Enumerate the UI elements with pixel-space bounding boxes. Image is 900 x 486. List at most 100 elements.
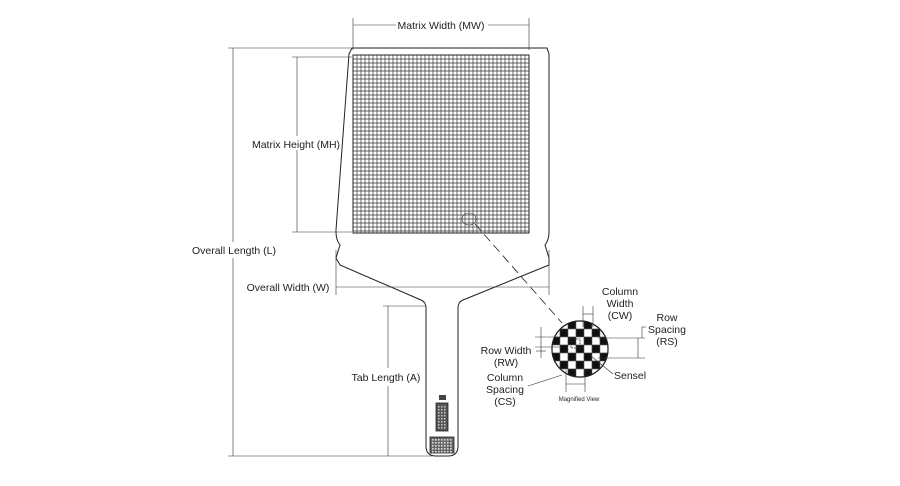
column-width-label-2: Width [607, 298, 634, 310]
magnified-view-label: Magnified View [559, 397, 600, 403]
sensel-cell [559, 360, 569, 370]
connector-pin [450, 439, 452, 441]
column-spacing-label-2: Spacing [486, 384, 524, 396]
connector-pin [438, 412, 440, 414]
matrix-height-label: Matrix Height (MH) [252, 139, 340, 151]
tab-connector-pins [432, 406, 452, 453]
column-width-label-3: (CW) [608, 310, 633, 322]
sensel-cell [559, 336, 569, 346]
column-spacing-callout: Column Spacing (CS) [486, 370, 586, 408]
connector-pin [444, 424, 446, 426]
sensel-cell [567, 352, 577, 362]
tab-length-label: Tab Length (A) [352, 372, 421, 384]
connector-pin [441, 448, 443, 450]
connector-pin [444, 451, 446, 453]
row-width-label-2: (RW) [494, 357, 518, 369]
connector-pin [432, 445, 434, 447]
connector-pin [450, 448, 452, 450]
sensel-cell [591, 344, 601, 354]
row-spacing-callout: Row Spacing (RS) [598, 312, 686, 359]
sensel-cell [599, 368, 608, 377]
sensel-cell [583, 344, 593, 354]
sensel-cell [567, 336, 577, 346]
sensel-cell [599, 321, 608, 330]
connector-pin [441, 415, 443, 417]
connector-pin [438, 424, 440, 426]
row-width-label-1: Row Width [481, 345, 532, 357]
connector-pin [450, 451, 452, 453]
sensel-cell [559, 352, 569, 362]
connector-pin [444, 445, 446, 447]
connector-pin [441, 418, 443, 420]
sensel-cell [607, 360, 608, 370]
connector-pin [447, 451, 449, 453]
connector-pin [441, 409, 443, 411]
connector-pin [432, 439, 434, 441]
row-spacing-label-2: Spacing [648, 324, 686, 336]
connector-pin [438, 448, 440, 450]
sensel-cell [575, 352, 585, 362]
matrix-width-label: Matrix Width (MW) [398, 20, 485, 32]
sensel-cell [559, 344, 569, 354]
sensel-cell [607, 321, 608, 330]
sensel-cell [591, 328, 601, 338]
connector-pin [438, 409, 440, 411]
sensel-cell [583, 336, 593, 346]
matrix-height-dimension: Matrix Height (MH) [252, 56, 352, 233]
sensel-cell [591, 376, 601, 377]
overall-length-dimension: Overall Length (L) [192, 47, 432, 457]
connector-pin [441, 406, 443, 408]
connector-pin [447, 442, 449, 444]
connector-pin [447, 439, 449, 441]
sensel-cell [583, 360, 593, 370]
connector-pin [444, 427, 446, 429]
sensel-cell [575, 360, 585, 370]
sensel-cell [599, 344, 608, 354]
sensel-callout: Sensel [590, 355, 646, 382]
overall-width-label-text: Overall Width (W) [247, 282, 330, 294]
sensel-cell [599, 376, 608, 377]
connector-pin [438, 451, 440, 453]
sensing-matrix-border [352, 54, 530, 234]
column-spacing-label-1: Column [487, 372, 523, 384]
connector-pin [444, 439, 446, 441]
connector-pin [441, 427, 443, 429]
connector-pin [450, 442, 452, 444]
connector-pin [447, 445, 449, 447]
connector-pin [435, 445, 437, 447]
connector-pin [435, 439, 437, 441]
sensel-cell [575, 368, 585, 377]
connector-pin [441, 439, 443, 441]
connector-pin [441, 424, 443, 426]
sensel-cell [567, 344, 577, 354]
overall-width-dimension: Overall Width (W) Overall Width (W) [246, 250, 550, 295]
connector-pin [444, 406, 446, 408]
sensel-cell [607, 328, 608, 338]
connector-pin [441, 445, 443, 447]
sensel-cell [575, 328, 585, 338]
connector-pin [438, 406, 440, 408]
sensel-cell [567, 328, 577, 338]
sensel-cell [559, 328, 569, 338]
connector-pin [444, 409, 446, 411]
sensel-cell [552, 344, 561, 354]
connector-pin [441, 412, 443, 414]
connector-pin [444, 442, 446, 444]
sensel-cell [567, 360, 577, 370]
row-width-callout: Row Width (RW) [481, 327, 561, 369]
connector-pin [432, 448, 434, 450]
row-spacing-label-1: Row [656, 312, 677, 324]
sensel-cell [583, 328, 593, 338]
column-width-callout: Column Width (CW) [582, 286, 638, 327]
connector-pin [444, 448, 446, 450]
connector-pin [441, 451, 443, 453]
sensing-matrix-grid [353, 55, 529, 233]
tab-connector [429, 395, 455, 454]
connector-pin [447, 448, 449, 450]
connector-pin [435, 442, 437, 444]
connector-pin [450, 445, 452, 447]
connector-pin [438, 439, 440, 441]
row-spacing-label-3: (RS) [656, 336, 678, 348]
connector-pin [432, 442, 434, 444]
